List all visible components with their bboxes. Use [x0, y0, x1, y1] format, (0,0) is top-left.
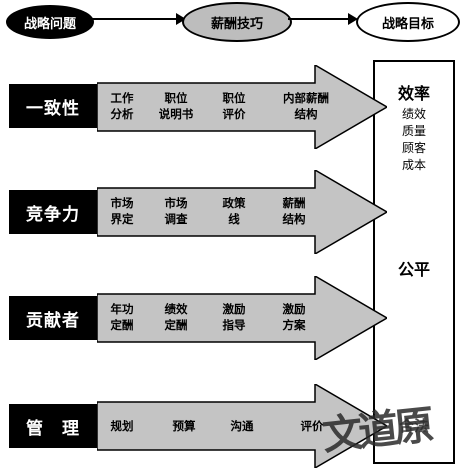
item-job-analysis: 工作分析: [110, 91, 134, 121]
row-title-management: 管 理: [9, 404, 97, 448]
strategy-goal-label: 战略目标: [381, 16, 434, 32]
item-pay-structure: 薪酬结构: [282, 196, 306, 226]
goal-fairness: 公平: [397, 260, 430, 279]
goal-efficiency-sub-1: 绩效: [401, 107, 426, 121]
item-market-survey: 市场调查: [164, 196, 188, 226]
goals-column: [373, 60, 455, 464]
goal-efficiency-sub-4: 成本: [401, 158, 426, 172]
goal-efficiency-sub-2: 质量: [401, 124, 426, 138]
row-arrow-competitiveness: [97, 170, 387, 254]
row-title-consistency: 一致性: [9, 84, 97, 128]
row-title-competitiveness: 竞争力: [9, 190, 97, 234]
watermark: 文道原: [319, 393, 432, 462]
watermark-text: 文道原: [320, 401, 433, 460]
top-arrow-left: [90, 13, 186, 25]
item-internal-pay-structure: 内部薪酬结构: [283, 91, 329, 121]
item-planning: 规划: [110, 419, 134, 433]
item-communication: 沟通: [230, 419, 254, 433]
goal-efficiency: 效率: [397, 84, 430, 103]
item-incentive-plan: 激励方案: [282, 302, 306, 332]
pay-technique-ellipse: 薪酬技巧: [182, 2, 292, 42]
row-arrow-management: [97, 384, 387, 468]
strategy-question-ellipse: 战略问题: [6, 5, 94, 39]
item-evaluation: 评价: [300, 419, 324, 433]
row-title-contributor: 贡献者: [9, 296, 97, 340]
item-seniority-pay: 年功定酬: [110, 302, 134, 332]
item-job-evaluation: 职位评价: [222, 91, 246, 121]
pay-technique-label: 薪酬技巧: [210, 16, 263, 32]
item-policy-line: 政策线: [222, 196, 246, 226]
item-job-description: 职位说明书: [158, 91, 194, 121]
goal-efficiency-sub-3: 顾客: [401, 141, 426, 155]
strategy-question-label: 战略问题: [23, 16, 76, 32]
strategy-goal-ellipse: 战略目标: [356, 2, 460, 42]
item-budget: 预算: [172, 419, 196, 433]
row-arrow-contributor: [97, 276, 387, 360]
item-performance-pay: 绩效定酬: [164, 302, 188, 332]
top-arrow-right: [288, 13, 358, 25]
item-incentive-guidance: 激励指导: [222, 302, 246, 332]
goal-legality: 合法: [398, 417, 429, 435]
item-market-definition: 市场界定: [110, 196, 134, 226]
row-arrow-consistency: [97, 65, 387, 149]
